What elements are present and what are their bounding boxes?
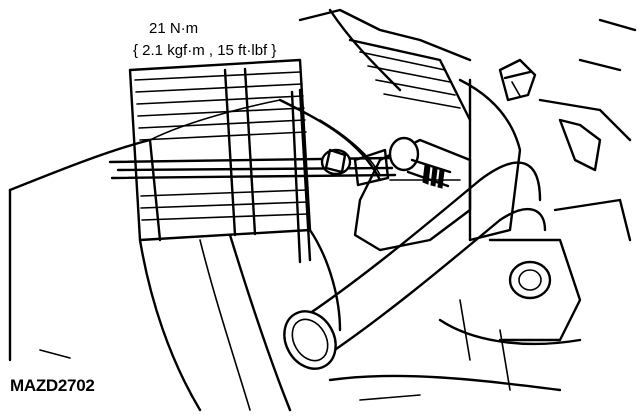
- clamp-bolt: [320, 136, 452, 189]
- lower-shell: [138, 228, 342, 412]
- stud-bolt: [498, 58, 537, 102]
- torque-alternate-units-label: { 2.1 kgf·m , 15 ft·lbf }: [133, 42, 277, 59]
- figure-code-label: MAZD2702: [10, 376, 95, 395]
- torque-value-label: 21 N·m: [149, 20, 199, 37]
- coolant-pipe: [283, 161, 547, 370]
- cylinder-housing: [8, 99, 281, 362]
- pump-housing: [438, 98, 632, 391]
- frame-edges: [328, 18, 637, 401]
